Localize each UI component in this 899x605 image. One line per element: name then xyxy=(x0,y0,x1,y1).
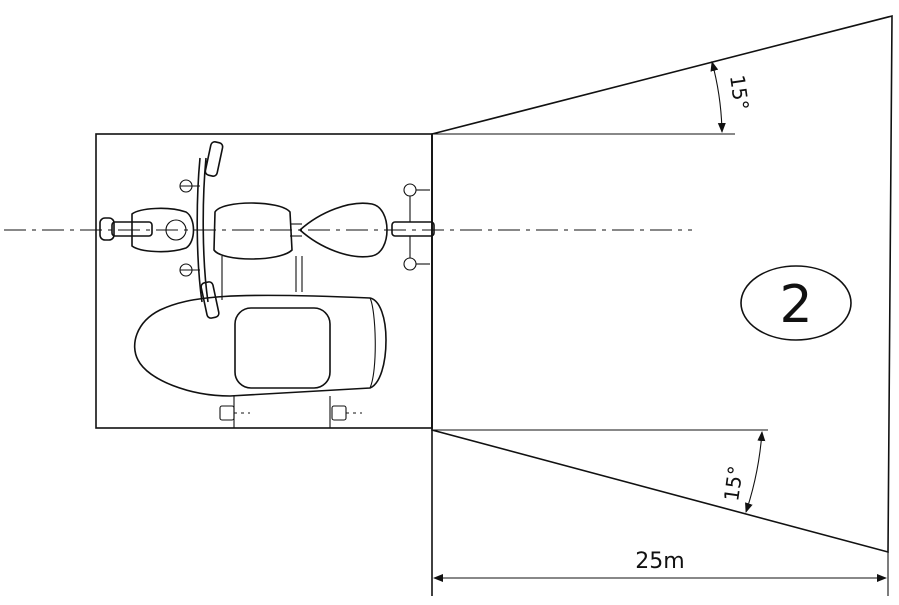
distance-label: 25m xyxy=(635,549,684,574)
lower-angle-label: 15° xyxy=(719,464,748,502)
motorcycle-top-view xyxy=(99,141,435,319)
vehicle-outline-box xyxy=(95,133,433,429)
sidecar-top-view xyxy=(133,294,387,428)
upper-angle-label: 15° xyxy=(725,73,754,111)
upper-angle-arc xyxy=(710,61,726,133)
lower-angle-arc xyxy=(745,431,766,513)
zone-number-ellipse xyxy=(740,265,852,341)
viewing-zone-outline xyxy=(431,14,893,554)
zone-number: 2 xyxy=(779,275,812,335)
